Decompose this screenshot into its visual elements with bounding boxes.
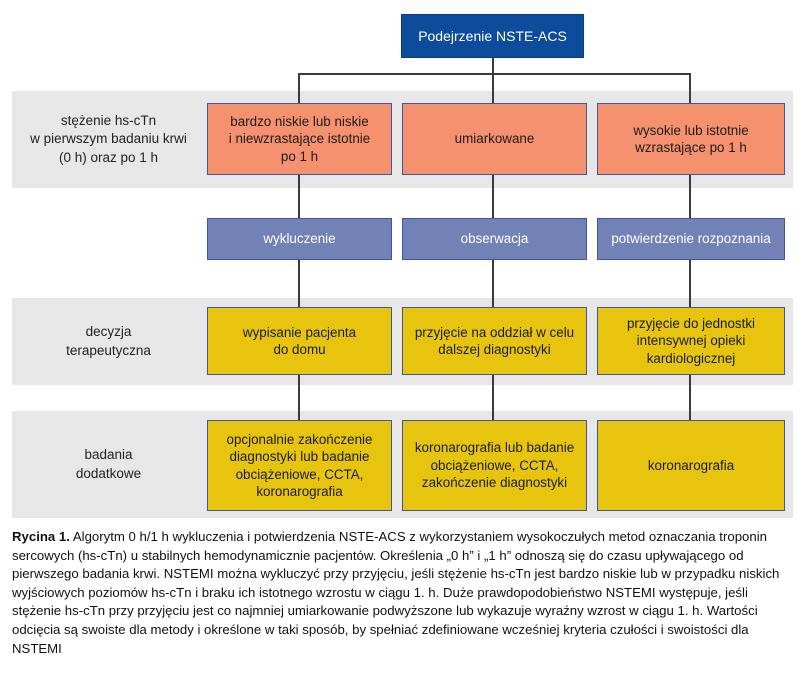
row-label-therapeutic-decision: decyzja terapeutyczna [66,324,151,358]
connector-l3-l4-col3 [689,375,691,420]
node-root-suspicion: Podejrzenie NSTE-ACS [401,14,584,58]
node-icu-admission: przyjęcie do jednostki intensywnej opiek… [597,307,785,375]
connector-l3-l4-col1 [298,375,300,420]
figure-caption-text: Algorytm 0 h/1 h wykluczenia i potwierdz… [12,529,780,656]
node-discharge-home: wypisanie pacjenta do domu [207,307,392,375]
connector-l1-l2-col1 [298,175,300,218]
node-rule-out: wykluczenie [207,218,392,260]
connector-l2-l3-col1 [298,260,300,307]
figure-caption-label: Rycina 1. [12,529,70,544]
connector-l1-l2-col2 [492,175,494,218]
node-coronarography-or-stress: koronarografia lub badanie obciążeniowe,… [402,420,587,511]
node-coronarography: koronarografia [597,420,785,511]
connector-l1-l2-col3 [689,175,691,218]
row-label-hs-ctn: stężenie hs-cTn w pierwszym badaniu krwi… [30,113,187,165]
connector-l2-l3-col3 [689,260,691,307]
node-hsctn-high: wysokie lub istotnie wzrastające po 1 h [597,103,785,175]
figure-caption: Rycina 1. Algorytm 0 h/1 h wykluczenia i… [12,528,790,658]
node-confirmation: potwierdzenie rozpoznania [597,218,785,260]
connector-branch-col3 [689,74,691,103]
node-hsctn-moderate: umiarkowane [402,103,587,175]
connector-l2-l3-col2 [492,260,494,307]
node-hsctn-low: bardzo niskie lub niskie i niewzrastając… [207,103,392,175]
connector-l3-l4-col2 [492,375,494,420]
connector-branch-col2 [492,74,494,103]
node-optional-workup: opcjonalnie zakończenie diagnostyki lub … [207,420,392,511]
connector-branch-col1 [298,74,300,103]
row-label-additional-tests: badania dodatkowe [75,447,142,481]
node-observation: obserwacja [402,218,587,260]
node-ward-admission: przyjęcie na oddział w celu dalszej diag… [402,307,587,375]
connector-root-stem [492,57,494,74]
connector-branch-bar [298,73,691,75]
